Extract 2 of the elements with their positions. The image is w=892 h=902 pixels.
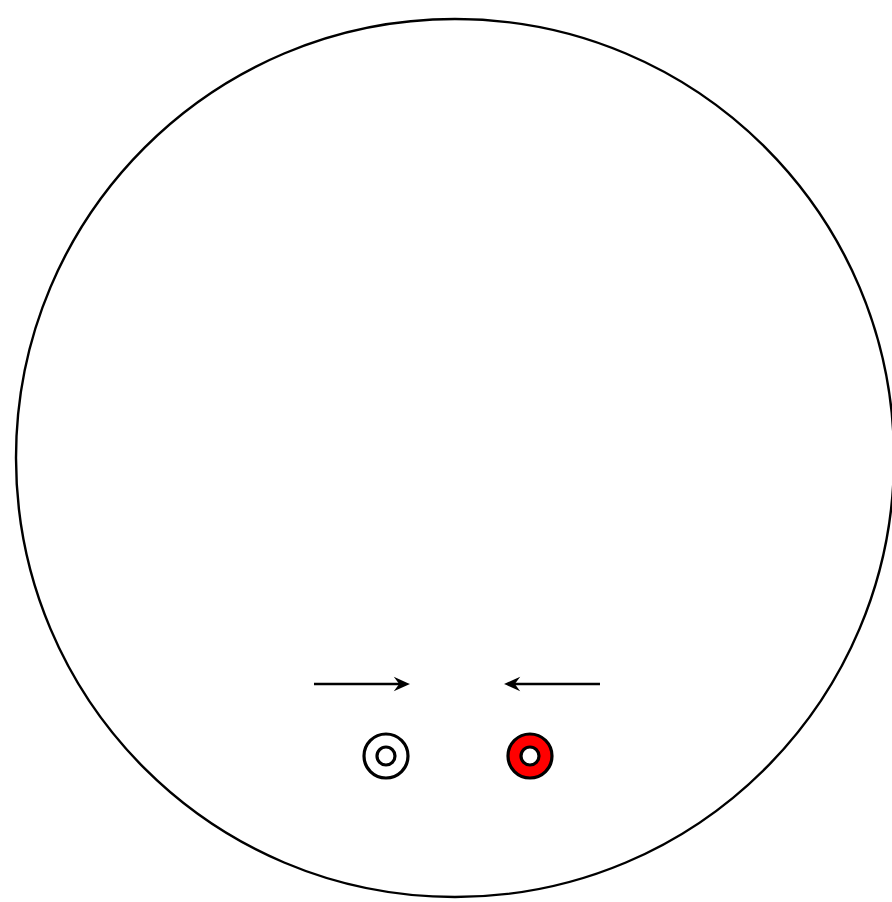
ring-marker <box>362 732 410 780</box>
ring-marker <box>506 732 554 780</box>
